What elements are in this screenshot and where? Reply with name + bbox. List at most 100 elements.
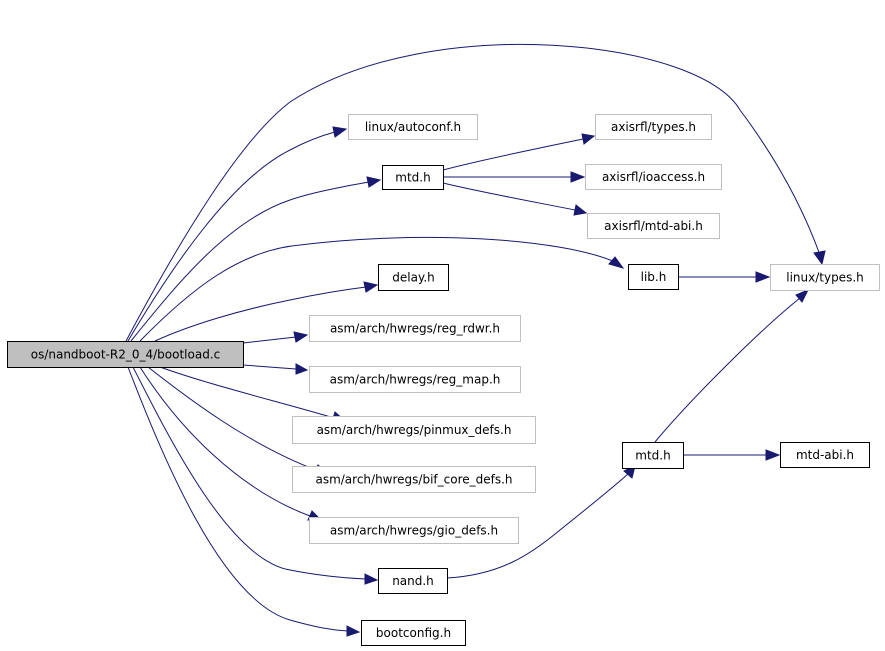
node-box bbox=[309, 315, 521, 342]
edge-line bbox=[139, 236, 616, 342]
edge-line bbox=[442, 138, 584, 171]
edge-root-to-mtd_top bbox=[130, 176, 382, 342]
arrowhead bbox=[346, 625, 361, 637]
node-label: mtd-abi.h bbox=[796, 448, 854, 462]
edge-line bbox=[442, 182, 576, 211]
arrowhead bbox=[293, 331, 309, 343]
node-label: axisrfl/mtd-abi.h bbox=[604, 219, 703, 233]
arrowhead bbox=[332, 126, 348, 138]
node-label: nand.h bbox=[392, 574, 434, 588]
edge-line bbox=[154, 286, 367, 342]
arrowhead bbox=[573, 204, 588, 216]
node-box bbox=[770, 264, 880, 291]
arrowhead bbox=[581, 133, 596, 145]
edge-mtd_top-to-axis_types bbox=[442, 133, 596, 171]
edge-line bbox=[130, 181, 370, 342]
node-label: asm/arch/hwregs/pinmux_defs.h bbox=[317, 423, 512, 437]
arrowhead bbox=[363, 281, 379, 293]
node-axis-types: axisrfl/types.h bbox=[595, 114, 712, 140]
node-label: os/nandboot-R2_0_4/bootload.c bbox=[31, 348, 221, 362]
node-bif-core: asm/arch/hwregs/bif_core_defs.h bbox=[292, 466, 536, 493]
edge-line bbox=[654, 297, 801, 443]
node-box bbox=[382, 165, 444, 190]
node-label: linux/types.h bbox=[786, 271, 864, 285]
edge-root-to-linux_autoconf bbox=[127, 126, 348, 342]
node-delay[interactable]: delay.h bbox=[378, 264, 449, 291]
node-pinmux: asm/arch/hwregs/pinmux_defs.h bbox=[292, 416, 536, 444]
arrowhead bbox=[608, 256, 625, 269]
edge-root-to-delay bbox=[154, 281, 379, 342]
node-reg-map: asm/arch/hwregs/reg_map.h bbox=[309, 366, 521, 393]
node-box bbox=[378, 264, 449, 291]
node-box bbox=[628, 264, 679, 290]
node-box bbox=[378, 568, 448, 594]
node-box bbox=[361, 620, 466, 646]
arrowhead bbox=[364, 573, 379, 585]
node-label: asm/arch/hwregs/reg_map.h bbox=[330, 373, 501, 387]
edge-mtd_low-to-mtd_abi bbox=[683, 449, 781, 461]
edge-root-to-lib bbox=[139, 236, 625, 342]
edge-root-to-reg_map bbox=[242, 363, 309, 375]
edge-root-to-reg_rdwr bbox=[242, 331, 309, 344]
arrowhead bbox=[813, 250, 826, 266]
node-label: asm/arch/hwregs/bif_core_defs.h bbox=[315, 473, 512, 487]
arrowhead bbox=[755, 271, 771, 283]
node-box bbox=[622, 442, 684, 469]
edge-mtd_top-to-axis_ioaccess bbox=[443, 171, 586, 183]
node-mtd-abi[interactable]: mtd-abi.h bbox=[780, 442, 870, 468]
node-lib[interactable]: lib.h bbox=[628, 264, 679, 290]
arrowhead bbox=[366, 176, 382, 188]
node-label: asm/arch/hwregs/gio_defs.h bbox=[330, 524, 498, 538]
edges-layer bbox=[125, 43, 826, 637]
edge-line bbox=[242, 364, 297, 370]
node-box bbox=[780, 442, 870, 468]
node-mtd-top[interactable]: mtd.h bbox=[382, 165, 444, 190]
node-axis-ioaccess: axisrfl/ioaccess.h bbox=[585, 164, 722, 190]
node-mtd-low[interactable]: mtd.h bbox=[622, 442, 684, 469]
arrowhead bbox=[295, 363, 309, 375]
node-label: mtd.h bbox=[635, 449, 670, 463]
arrowhead bbox=[795, 289, 810, 303]
node-box bbox=[585, 164, 722, 190]
edge-line bbox=[139, 366, 311, 517]
node-nand[interactable]: nand.h bbox=[378, 568, 448, 594]
edge-root-to-bootconfig bbox=[127, 366, 361, 637]
node-label: linux/autoconf.h bbox=[365, 120, 461, 134]
node-box bbox=[292, 466, 536, 493]
node-box bbox=[7, 341, 244, 368]
node-label: axisrfl/types.h bbox=[611, 120, 696, 134]
node-label: axisrfl/ioaccess.h bbox=[602, 170, 705, 184]
node-label: delay.h bbox=[392, 271, 435, 285]
edge-line bbox=[132, 366, 367, 580]
node-box bbox=[292, 416, 536, 444]
arrowhead bbox=[570, 171, 586, 183]
edge-line bbox=[125, 43, 821, 342]
node-bootconfig[interactable]: bootconfig.h bbox=[361, 620, 466, 646]
edge-lib-to-linux_types bbox=[678, 271, 771, 283]
node-label: bootconfig.h bbox=[376, 626, 451, 640]
edge-line bbox=[159, 366, 335, 419]
edge-line bbox=[127, 131, 336, 342]
node-axis-mtdabi: axisrfl/mtd-abi.h bbox=[587, 213, 720, 239]
nodes-layer: os/nandboot-R2_0_4/bootload.c linux/autoc… bbox=[7, 114, 880, 646]
node-linux-types: linux/types.h bbox=[770, 264, 880, 291]
node-gio: asm/arch/hwregs/gio_defs.h bbox=[309, 517, 519, 544]
edge-mtd_low-to-linux_types bbox=[654, 289, 810, 443]
edge-line bbox=[242, 336, 297, 344]
arrowhead bbox=[765, 449, 781, 461]
edge-root-to-linux_types bbox=[125, 43, 826, 342]
edge-root-to-nand bbox=[132, 366, 379, 585]
node-box bbox=[309, 366, 521, 393]
edge-line bbox=[147, 366, 317, 471]
edge-mtd_top-to-axis_mtdabi bbox=[442, 182, 588, 216]
edge-line bbox=[127, 366, 349, 632]
node-box bbox=[309, 517, 519, 544]
node-reg-rdwr: asm/arch/hwregs/reg_rdwr.h bbox=[309, 315, 521, 342]
node-label: mtd.h bbox=[395, 171, 430, 185]
node-box bbox=[595, 114, 712, 140]
node-box bbox=[587, 213, 720, 239]
node-linux-autoconf: linux/autoconf.h bbox=[348, 114, 478, 140]
node-box bbox=[348, 114, 478, 140]
node-root[interactable]: os/nandboot-R2_0_4/bootload.c bbox=[7, 341, 244, 368]
